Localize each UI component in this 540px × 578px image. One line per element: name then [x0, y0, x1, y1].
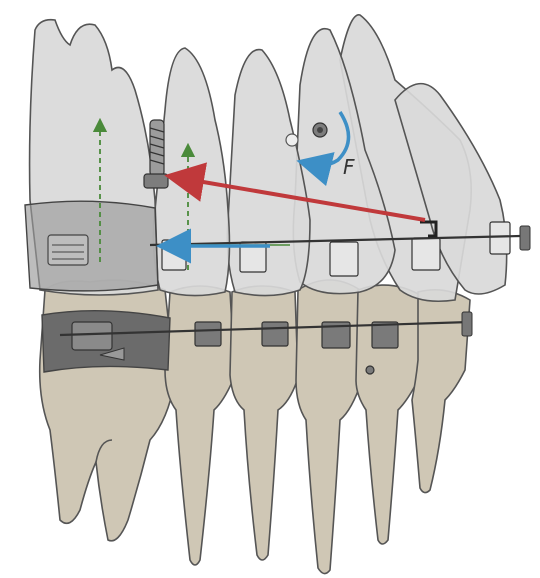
upper-bracket-5 [490, 222, 510, 254]
force-label: F [343, 155, 355, 179]
lower-bracket-1 [195, 322, 221, 346]
upper-bracket-4 [412, 238, 440, 270]
reference-point [286, 134, 298, 146]
lower-wire-end [462, 312, 472, 336]
upper-wire-end [520, 226, 530, 250]
lower-molar-band [42, 311, 170, 372]
lower-incisor-2 [412, 290, 470, 493]
upper-molar-band [25, 201, 158, 291]
upper-bracket-3 [330, 242, 358, 276]
lower-bracket-2 [262, 322, 288, 346]
